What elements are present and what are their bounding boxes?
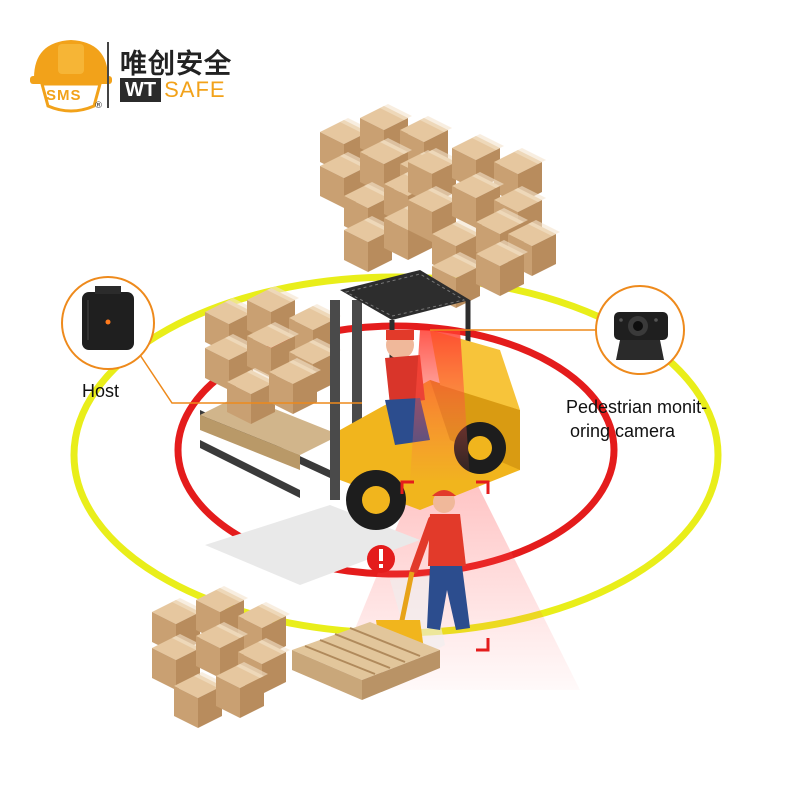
host-device-callout <box>61 276 155 370</box>
box-stack-bottom <box>152 586 290 728</box>
warning-alert-icon <box>367 545 395 573</box>
brand-safe-word: SAFE <box>164 77 226 102</box>
camera-label: Pedestrian monit- oring camera <box>566 395 756 443</box>
registered-mark: ® <box>94 101 103 111</box>
host-callout-line <box>139 354 362 404</box>
camera-label-line1: Pedestrian monit- <box>566 397 708 417</box>
brand-wt-mark: WT <box>120 78 162 102</box>
brand-name-cn: 唯创安全 <box>120 49 232 80</box>
camera-device-callout <box>595 285 685 375</box>
logo-letters: SMS <box>46 87 82 104</box>
pallet-empty <box>292 622 440 700</box>
camera-label-line2: oring camera <box>570 421 676 441</box>
brand-divider <box>107 42 109 108</box>
brand-name-en: WT SAFE <box>120 78 226 102</box>
host-label: Host <box>82 381 120 401</box>
forklift <box>200 270 520 585</box>
camera-beam <box>410 330 470 480</box>
brand-logo <box>28 36 248 116</box>
helmet-logo-icon <box>30 40 112 113</box>
